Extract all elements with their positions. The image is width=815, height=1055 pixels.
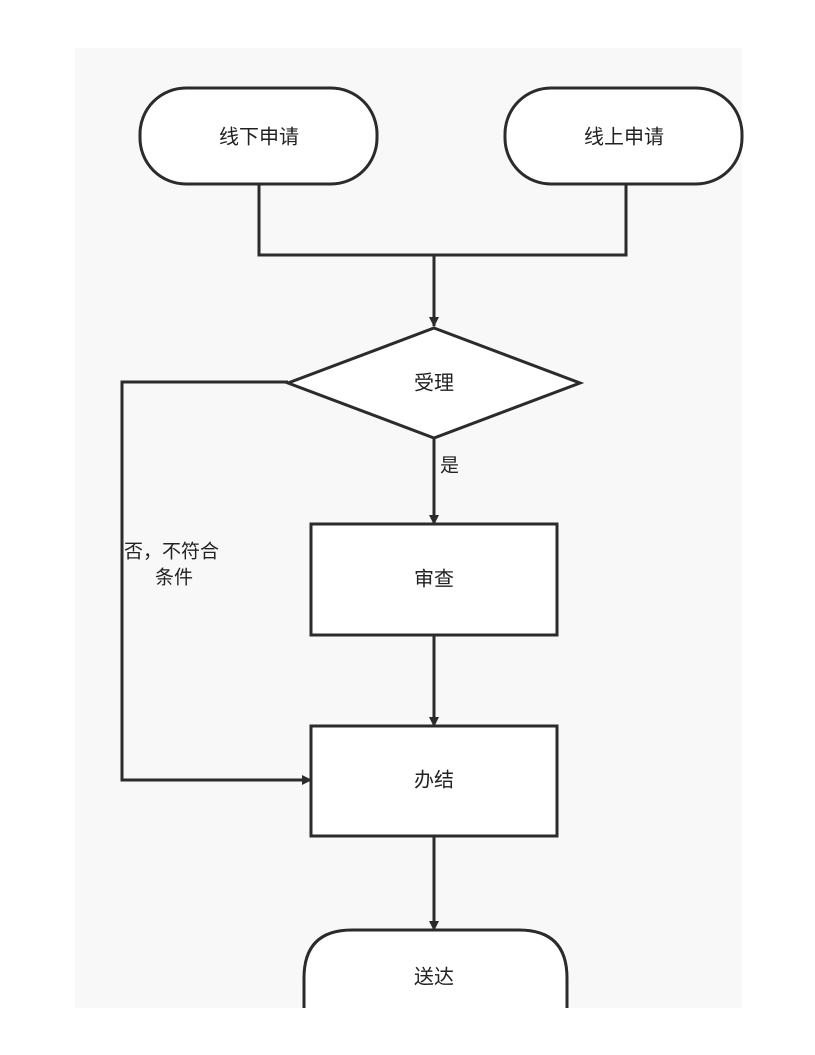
label-online-apply: 线上申请 xyxy=(584,125,664,149)
label-offline-apply: 线下申请 xyxy=(219,125,299,149)
label-accept: 受理 xyxy=(414,371,454,395)
arrow-reject-to-handle xyxy=(120,380,312,785)
label-handle: 办结 xyxy=(414,768,454,792)
edge-label-no-line2: 条件 xyxy=(155,567,193,589)
label-deliver: 送达 xyxy=(414,965,454,989)
node-deliver xyxy=(302,928,569,1008)
node-review xyxy=(309,522,559,637)
connector-online-to-merge xyxy=(434,184,628,257)
node-accept-decision xyxy=(283,326,585,440)
node-offline-apply xyxy=(138,86,379,186)
connector-offline-to-merge xyxy=(257,184,434,257)
label-review: 审查 xyxy=(414,567,454,591)
node-online-apply xyxy=(503,86,744,186)
edge-label-yes: 是 xyxy=(440,455,459,477)
edge-label-no-line1: 否，不符合 xyxy=(124,541,219,563)
node-handle xyxy=(309,724,559,838)
